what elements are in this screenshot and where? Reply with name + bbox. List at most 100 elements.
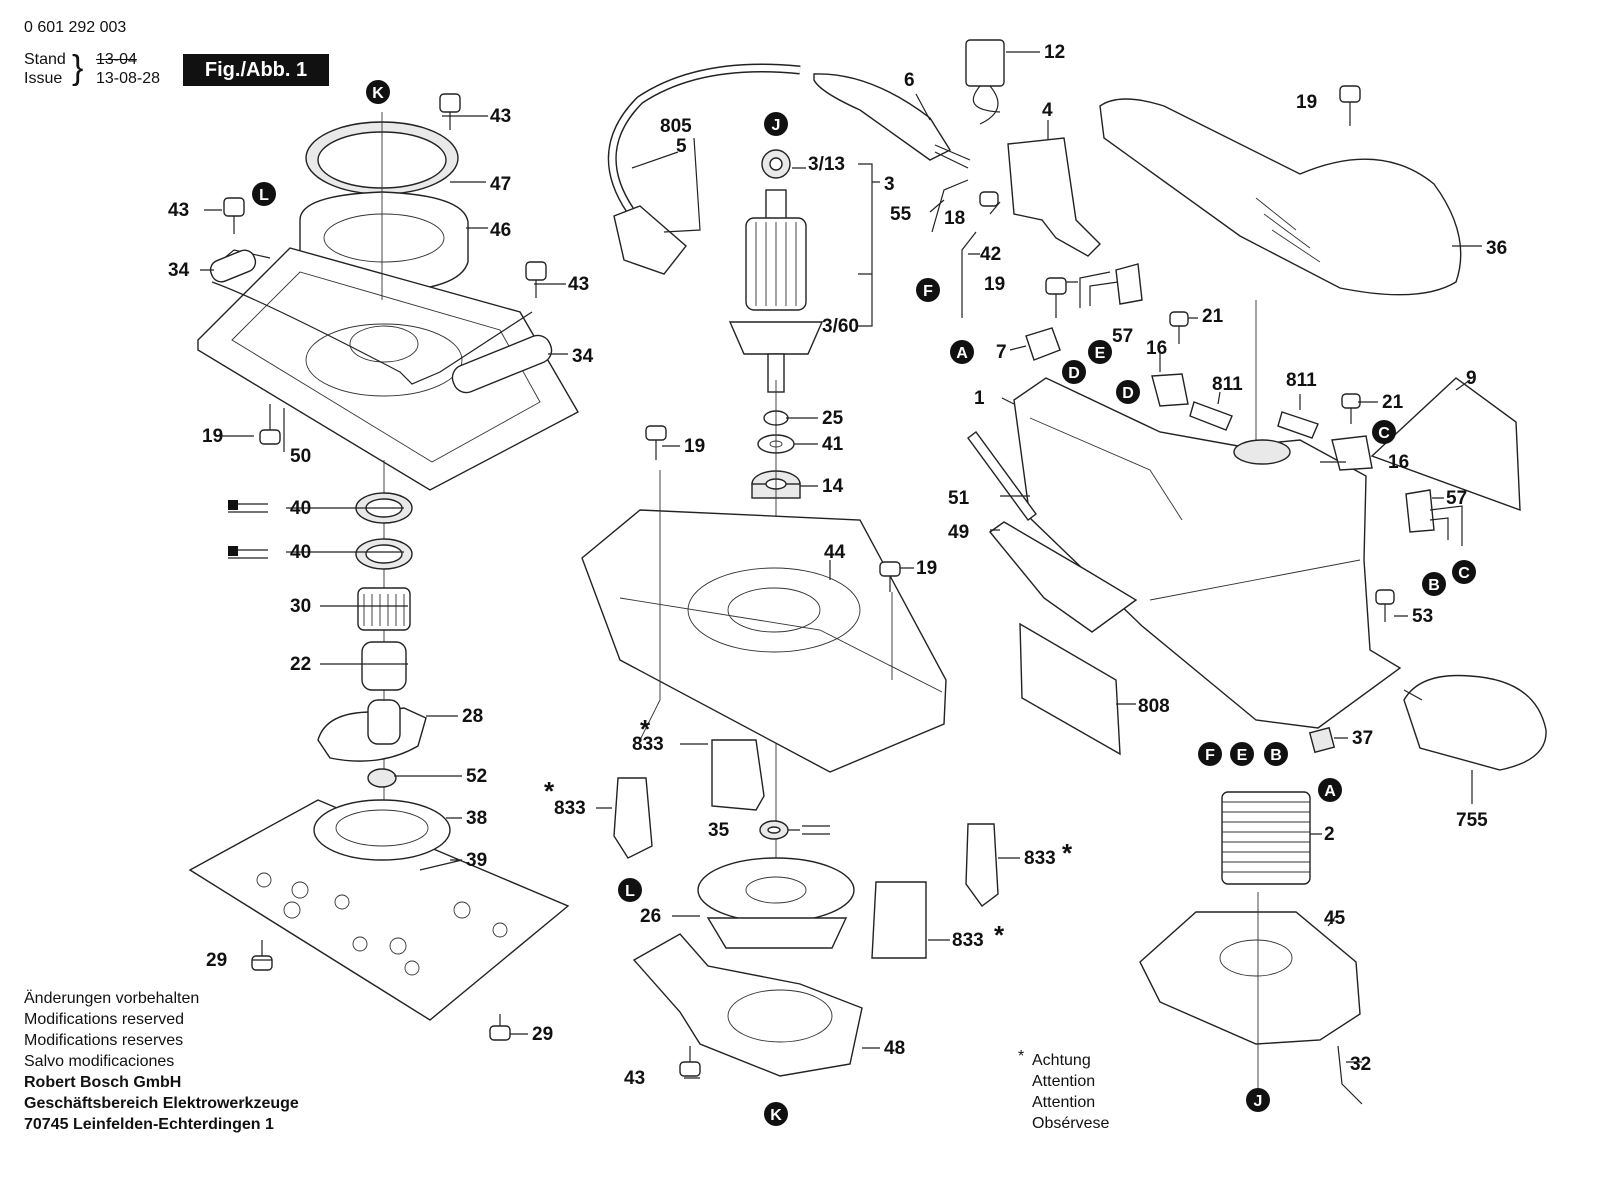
figure-badge: Fig./Abb. 1 (183, 54, 329, 86)
part-label: 21 (1202, 306, 1224, 327)
part-label: 19 (684, 436, 705, 457)
part-label: 49 (948, 522, 969, 543)
part-label: 34 (168, 260, 190, 281)
part-label: 39 (466, 850, 487, 871)
marker-E: E (1088, 340, 1112, 364)
marker-F: F (916, 278, 940, 302)
handle-and-switch-assembly (931, 39, 1547, 1105)
asterisk: * (640, 714, 651, 744)
connector-markers: K L J F A D E D C B C F E B A L K J (252, 80, 1476, 1126)
part-label: 42 (980, 244, 1001, 265)
part-label: 833 (632, 734, 664, 755)
marker-B: B (1422, 572, 1446, 596)
part-label: 14 (822, 476, 844, 497)
part-label: 57 (1446, 488, 1467, 509)
marker-J: J (764, 112, 788, 136)
part-label: 44 (824, 542, 846, 563)
marker-C: C (1372, 420, 1396, 444)
part-label: 6 (904, 70, 915, 91)
part-label: 46 (490, 220, 511, 241)
footer-line: Modifications reserves (24, 1032, 184, 1049)
svg-text:K: K (372, 85, 384, 102)
part-label: 5 (676, 136, 687, 157)
asterisk: * (994, 920, 1005, 950)
footer-division: Geschäftsbereich Elektrowerkzeuge (24, 1095, 299, 1112)
part-label: 833 (1024, 848, 1056, 869)
part-label: 9 (1466, 368, 1477, 389)
part-label: 36 (1486, 238, 1507, 259)
svg-text:B: B (1428, 577, 1440, 594)
part-label: 19 (984, 274, 1005, 295)
part-label: 22 (290, 654, 311, 675)
part-label: 34 (572, 346, 594, 367)
part-label: 43 (168, 200, 189, 221)
marker-F: F (1198, 742, 1222, 766)
part-label: 29 (532, 1024, 553, 1045)
part-label: 53 (1412, 606, 1433, 627)
part-label: 833 (554, 798, 586, 819)
part-label: 47 (490, 174, 511, 195)
part-label: 37 (1352, 728, 1373, 749)
part-label: 808 (1138, 696, 1170, 717)
part-label: 19 (1296, 92, 1317, 113)
footer-line: Salvo modificaciones (24, 1053, 175, 1070)
part-label: 43 (568, 274, 589, 295)
part-label: 19 (202, 426, 223, 447)
note-asterisk: * (1018, 1048, 1025, 1065)
part-label: 45 (1324, 908, 1346, 929)
old-stand-date: 13-04 (96, 51, 137, 68)
base-plate-assembly (188, 93, 579, 1041)
part-label: 55 (890, 204, 912, 225)
marker-B: B (1264, 742, 1288, 766)
note-line: Obsérvese (1032, 1115, 1110, 1132)
part-label: 2 (1324, 824, 1335, 845)
part-label: 40 (290, 498, 311, 519)
part-label: 30 (290, 596, 311, 617)
svg-text:D: D (1122, 385, 1134, 402)
marker-A: A (950, 340, 974, 364)
part-label: 43 (624, 1068, 645, 1089)
part-label: 40 (290, 542, 311, 563)
footer-address: 70745 Leinfelden-Echterdingen 1 (24, 1116, 274, 1133)
svg-text:B: B (1270, 747, 1282, 764)
part-label: 12 (1044, 42, 1065, 63)
note-line: Attention (1032, 1073, 1096, 1090)
part-label: 1 (974, 388, 985, 409)
svg-text:L: L (259, 187, 269, 204)
part-label: 43 (490, 106, 511, 127)
part-label: 51 (948, 488, 970, 509)
part-label: 755 (1456, 810, 1488, 831)
marker-J: J (1246, 1088, 1270, 1112)
marker-K: K (366, 80, 390, 104)
svg-text:A: A (956, 345, 968, 362)
part-label: 3/13 (808, 154, 845, 175)
part-label: 3 (884, 174, 895, 195)
note-block: * Achtung Attention Attention Obsérvese (1018, 1048, 1110, 1134)
marker-D: D (1116, 380, 1140, 404)
svg-text:J: J (772, 117, 781, 134)
part-label: 28 (462, 706, 483, 727)
marker-A: A (1318, 778, 1342, 802)
svg-text:D: D (1068, 365, 1080, 382)
part-label: 26 (640, 906, 661, 927)
marker-E: E (1230, 742, 1254, 766)
svg-text:E: E (1237, 747, 1248, 764)
brace: } (72, 49, 84, 87)
part-labels: 43 47 46 43 34 43 34 19 50 40 40 30 22 2… (168, 42, 1507, 1089)
part-label: 833 (952, 930, 984, 951)
asterisk: * (1062, 838, 1073, 868)
marker-L: L (618, 878, 642, 902)
motor-and-housing-assembly (581, 63, 999, 1077)
footer-company: Robert Bosch GmbH (24, 1074, 182, 1091)
svg-text:C: C (1378, 425, 1390, 442)
svg-text:A: A (1324, 783, 1336, 800)
svg-text:J: J (1254, 1093, 1263, 1110)
part-label: 57 (1112, 326, 1133, 347)
leader-lines (200, 51, 1482, 1079)
part-label: 805 (660, 116, 692, 137)
part-label: 21 (1382, 392, 1404, 413)
part-label: 41 (822, 434, 844, 455)
part-label: 18 (944, 208, 965, 229)
part-label: 52 (466, 766, 487, 787)
svg-text:K: K (770, 1107, 782, 1124)
